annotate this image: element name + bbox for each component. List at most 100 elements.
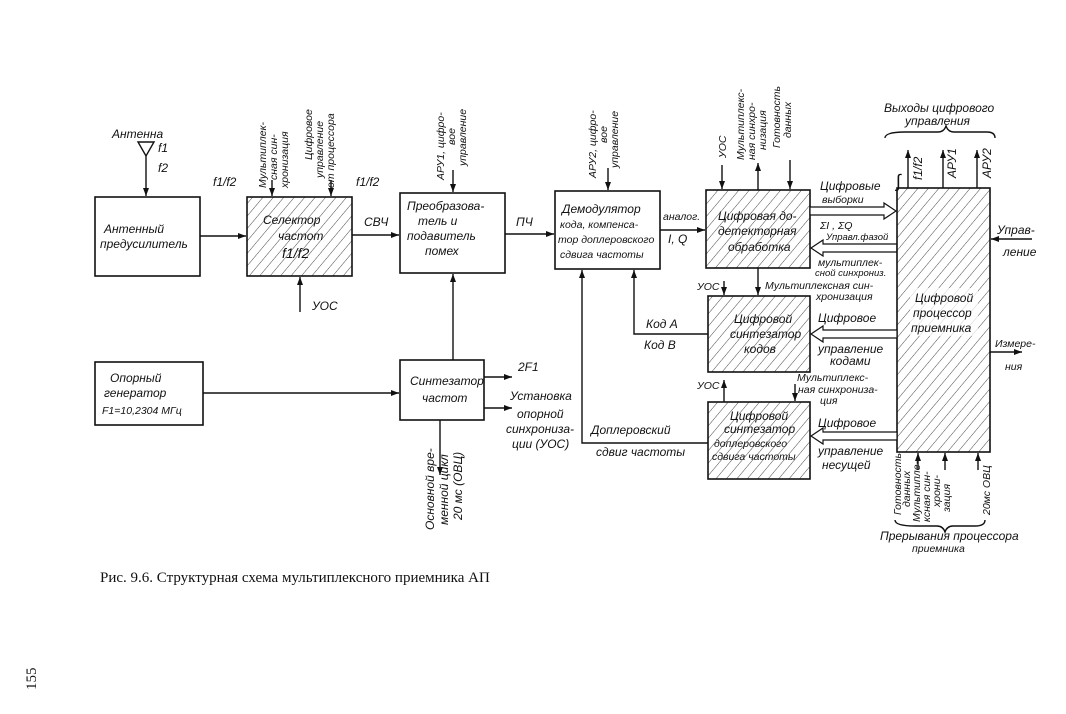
selector-uos-label: УОС — [311, 299, 338, 313]
interrupts-brace — [894, 519, 986, 535]
dop-synth-line3: доплеровского — [714, 438, 787, 450]
svg-text:f1/f2: f1/f2 — [911, 156, 925, 180]
frequency-synthesizer-block — [399, 359, 485, 421]
outputs-brace — [884, 123, 996, 139]
carrier-ctrl-1: Цифровое — [818, 416, 876, 430]
svg-text:хрони-: хрони- — [931, 474, 943, 508]
phase-ctrl-label: Управл.фазой — [825, 232, 889, 243]
demodulator-block — [554, 190, 661, 270]
ref-osc-line3: F1=10,2304 МГц — [102, 405, 182, 417]
ref-sync-3: синхрониза- — [506, 422, 574, 436]
svg-text:вое: вое — [598, 126, 610, 143]
svg-text:АРУ2, цифро-: АРУ2, цифро- — [587, 110, 599, 179]
predet-line1: Цифровая до- — [718, 209, 797, 223]
out-aru2-label: АРУ2 — [980, 148, 994, 179]
int-ready-label: Готовность данных — [892, 453, 913, 515]
control-in-1: Управ- — [996, 223, 1035, 237]
integral-label: ∫ — [894, 171, 902, 191]
converter-line3: подавитель — [407, 229, 476, 243]
freq-synth-line1: Синтезатор — [410, 374, 484, 388]
svg-text:Мультипле-: Мультипле- — [911, 460, 923, 522]
svg-text:низация: низация — [757, 110, 769, 150]
interrupts-title-1: Прерывания процессора — [880, 529, 1019, 543]
doppler-shift-2: сдвиг частоты — [596, 445, 685, 459]
code-ctrl-2: управление — [817, 342, 884, 356]
converter-block — [399, 192, 506, 274]
code-mux-2: хронизация — [815, 291, 873, 303]
aru2-label: АРУ2, цифро- вое управление — [587, 110, 621, 179]
ref-osc-line2: генератор — [104, 386, 167, 400]
f1f2-out-label: f1/f2 — [356, 175, 380, 189]
svg-text:зация: зация — [941, 484, 953, 513]
svg-text:данных: данных — [901, 470, 913, 507]
iq-label: I, Q — [668, 232, 687, 246]
control-in-2: ление — [1002, 245, 1037, 259]
doppler-shift-1: Доплеровский — [589, 423, 671, 437]
code-ctrl-3: кодами — [830, 354, 871, 368]
ref-sync-2: опорной — [517, 407, 564, 421]
processor-line2: процессор — [913, 306, 972, 320]
svg-text:сная син-: сная син- — [268, 134, 280, 180]
pch-label: ПЧ — [516, 215, 534, 229]
selector-line3: f1/f2 — [282, 245, 309, 261]
code-ab-line — [631, 270, 708, 335]
svg-text:20мс ОВЦ: 20мс ОВЦ — [981, 465, 993, 516]
selector-line2: частот — [278, 229, 323, 243]
antenna-icon — [136, 141, 156, 158]
svg-text:Готовность: Готовность — [892, 453, 904, 515]
carrier-ctrl-2: управление — [817, 444, 884, 458]
code-mux-1: Мультиплексная син- — [765, 280, 874, 292]
interrupts-title-2: приемника — [912, 543, 965, 555]
svg-text:управление: управление — [457, 109, 469, 167]
svg-text:Основной вре-: Основной вре- — [423, 448, 437, 530]
code-ctrl-1: Цифровое — [818, 311, 876, 325]
svg-text:данных: данных — [782, 101, 794, 138]
antenna-preamp-line1: Антенный — [103, 222, 164, 236]
digital-samples-label-2: выборки — [822, 194, 864, 206]
selector-mux-label: Мультиплек- сная син- хронизация — [257, 121, 291, 189]
svg-text:ксная син-: ксная син- — [921, 471, 933, 522]
figure-caption: Рис. 9.6. Структурная схема мультиплексн… — [100, 570, 490, 586]
dop-synth-line2: синтезатор — [724, 422, 795, 436]
code-synth-line3: кодов — [744, 342, 776, 356]
predet-line2: детекторная — [718, 224, 797, 238]
svg-text:от процессора: от процессора — [325, 113, 337, 188]
svg-text:управление: управление — [609, 111, 621, 169]
int-mux-label: Мультипле- ксная син- хрони- зация — [911, 460, 953, 522]
mux-sync-back-1: мультиплек- — [818, 257, 883, 269]
f2-label: f2 — [158, 161, 168, 175]
converter-line1: Преобразова- — [407, 199, 484, 213]
doppler-shift-line — [579, 270, 708, 444]
carrier-ctrl-3: несущей — [822, 458, 871, 472]
svg-text:менной цикл: менной цикл — [437, 454, 451, 525]
demod-line1: Демодулятор — [560, 202, 641, 216]
digital-samples-label-1: Цифровые — [820, 179, 881, 193]
svg-text:АРУ1: АРУ1 — [945, 148, 959, 179]
demod-line4: сдвига частоты — [560, 249, 644, 261]
measure-1: Измере- — [995, 338, 1036, 350]
svch-label: СВЧ — [364, 215, 389, 229]
svg-text:20 мс (ОВЦ): 20 мс (ОВЦ) — [451, 452, 465, 521]
ref-sync-4: ции (УОС) — [512, 437, 569, 451]
svg-text:вое: вое — [446, 128, 458, 145]
outputs-title-1: Выходы цифрового — [884, 101, 995, 115]
selector-ctrl-label: Цифровое управление от процессора — [303, 109, 337, 188]
processor-line1: Цифровой — [915, 291, 973, 305]
antenna-label: Антенна — [111, 127, 163, 141]
code-synth-line1: Цифровой — [734, 312, 792, 326]
predetection-block — [705, 189, 811, 269]
freq-synth-line2: частот — [422, 391, 467, 405]
dop-mux-1: Мультиплекс- — [797, 372, 869, 384]
digital-samples-arrow — [809, 201, 898, 221]
frequency-selector-block — [246, 196, 353, 277]
code-uos-label: УОС — [696, 281, 720, 293]
base-cycle-label: Основной вре- менной цикл 20 мс (ОВЦ) — [423, 448, 465, 530]
svg-text:хронизация: хронизация — [279, 131, 291, 189]
demod-line3: тор доплеровского — [558, 234, 654, 246]
svg-text:АРУ1, цифро-: АРУ1, цифро- — [435, 112, 447, 181]
svg-text:Цифровое: Цифровое — [303, 109, 315, 160]
carrier-ctrl-arrow — [809, 426, 898, 446]
f1-label: f1 — [158, 141, 168, 155]
predet-uos-label: УОС — [717, 135, 729, 159]
converter-line4: помех — [425, 244, 460, 258]
